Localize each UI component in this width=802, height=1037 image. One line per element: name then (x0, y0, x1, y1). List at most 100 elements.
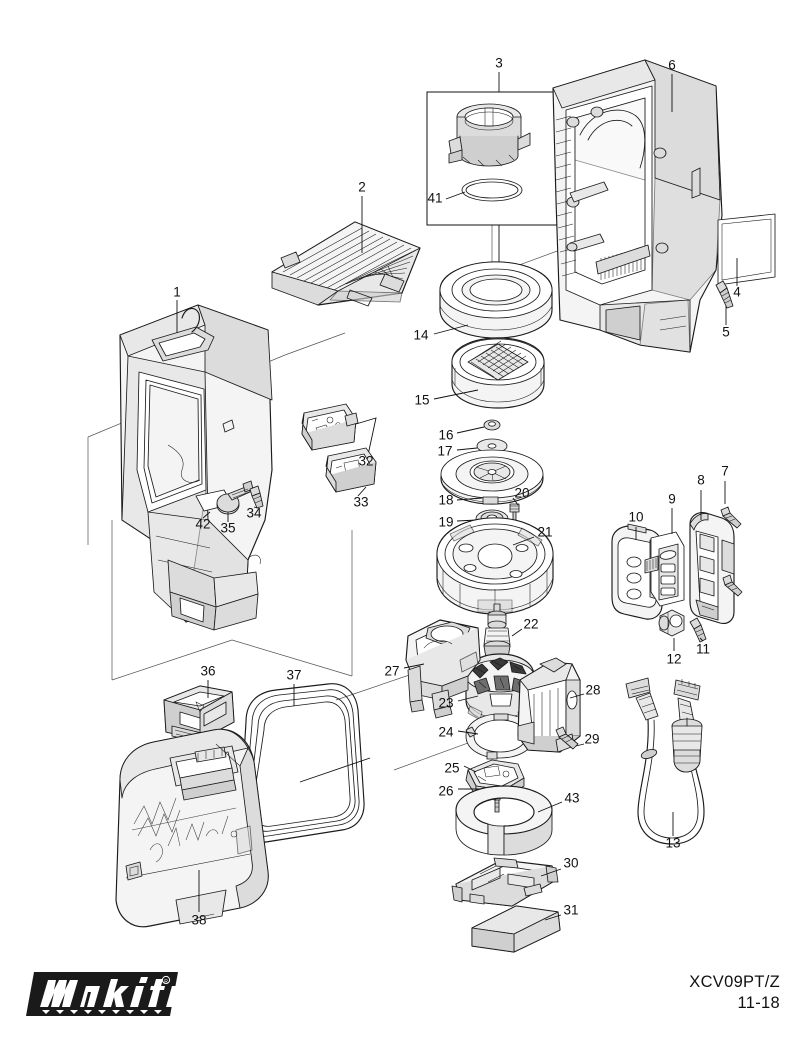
part-inlet-collar (448, 103, 531, 167)
part-control-panel-label (644, 531, 685, 607)
part-panel-screw-7 (720, 506, 742, 529)
callout-leader-24 (457, 730, 479, 735)
callout-number-31: 31 (563, 903, 578, 918)
part-panel-screw-11 (689, 574, 743, 643)
registered-mark-circle (161, 975, 171, 985)
part-front-door-cover (115, 728, 269, 928)
callout-leader-31 (544, 914, 562, 921)
revision-date: 11-18 (737, 994, 780, 1012)
callout-number-10: 10 (628, 510, 643, 525)
callout-number-8: 8 (697, 473, 705, 488)
callout-number-19: 19 (438, 515, 453, 530)
callout-leader-17 (456, 447, 478, 451)
door-embossed-logo (131, 797, 238, 863)
callout-number-1: 1 (173, 285, 181, 300)
callout-number-4: 4 (733, 285, 741, 300)
callout-leader-34 (253, 506, 259, 509)
callout-number-42: 42 (195, 517, 210, 532)
part-motor-case-left (405, 619, 481, 719)
part-flat-washer (476, 438, 508, 454)
model-number: XCV09PT/Z (689, 973, 780, 991)
callout-number-34: 34 (246, 506, 262, 521)
part-switch-panel-housing (689, 511, 735, 625)
callout-number-7: 7 (721, 464, 729, 479)
fan-blades (475, 465, 507, 482)
callout-leader-41 (445, 191, 466, 200)
callout-number-30: 30 (563, 856, 578, 871)
callout-leader-14 (433, 324, 469, 335)
callout-leader-20 (512, 497, 519, 506)
footer-model-block: XCV09PT/Z 11-18 (689, 972, 780, 1014)
callout-number-26: 26 (438, 784, 453, 799)
part-tapping-screw-5 (715, 280, 734, 309)
part-control-panel-cover (611, 523, 663, 620)
callout-number-43: 43 (564, 791, 579, 806)
callout-numbers: 1 2 3 4 5 6 7 8 9 10 11 12 13 14 15 16 1… (173, 56, 741, 928)
callout-leader-37 (293, 684, 371, 783)
callout-number-9: 9 (668, 492, 676, 507)
mesh-screen (467, 340, 529, 381)
callout-number-33: 33 (353, 495, 368, 510)
callout-leader-22 (511, 628, 523, 637)
callout-number-18: 18 (438, 493, 453, 508)
part-rubber-grommet (658, 609, 685, 637)
callout-number-35: 35 (220, 521, 235, 536)
part-adjust-knob (216, 480, 254, 515)
part-impeller-fan (440, 449, 544, 505)
part-switch-module (325, 447, 377, 493)
callout-leader-23 (457, 695, 479, 702)
callout-number-25: 25 (444, 761, 459, 776)
callout-number-22: 22 (523, 617, 538, 632)
callout-leader-25 (463, 765, 477, 773)
callout-number-5: 5 (722, 325, 730, 340)
callout-number-17: 17 (437, 444, 452, 459)
callout-leader-27 (403, 663, 425, 669)
part-hex-nut (483, 419, 501, 431)
part-motor-stator (465, 653, 535, 723)
callout-number-13: 13 (665, 836, 680, 851)
callout-leader-21 (512, 536, 535, 546)
inset-box-inlet-collar (426, 91, 558, 226)
stator-windings (471, 657, 527, 695)
callout-leader-28 (569, 693, 585, 699)
callout-number-12: 12 (666, 652, 681, 667)
callout-leader-33 (357, 486, 367, 497)
callout-number-20: 20 (514, 486, 529, 501)
part-pleated-hepa-filter (271, 221, 421, 307)
part-battery-tray (451, 857, 559, 907)
callout-number-11: 11 (696, 642, 710, 657)
part-main-housing-body (119, 304, 273, 631)
part-nameplate-label (717, 213, 776, 286)
callout-number-32: 32 (358, 454, 373, 469)
callout-number-2: 2 (358, 180, 366, 195)
callout-leader-16 (456, 426, 485, 434)
callout-number-15: 15 (414, 393, 429, 408)
callout-leader-43 (537, 801, 563, 813)
part-latch-cover (163, 685, 235, 745)
part-controller-circuit-board (301, 403, 359, 451)
callout-number-27: 27 (384, 664, 399, 679)
part-foam-duct-ring (455, 785, 553, 856)
callout-leader-11 (699, 637, 704, 642)
logo-wordmark (40, 977, 178, 1014)
callout-leader-32 (355, 417, 377, 456)
callout-leader-29 (575, 743, 585, 747)
filter-pleats (282, 227, 417, 292)
callout-number-6: 6 (668, 58, 676, 73)
part-battery-cushion-pad (471, 905, 561, 953)
callout-number-41: 41 (427, 191, 442, 206)
callout-number-3: 3 (495, 56, 503, 71)
callout-number-16: 16 (438, 428, 453, 443)
callout-number-14: 14 (413, 328, 429, 343)
part-rear-housing (552, 59, 723, 353)
callout-number-38: 38 (191, 913, 206, 928)
part-wire-harness-assembly (625, 677, 705, 845)
callout-leader-15 (433, 389, 479, 400)
callout-number-24: 24 (438, 725, 454, 740)
makita-logo: R (26, 966, 178, 1022)
callout-number-29: 29 (584, 732, 599, 747)
part-mesh-prefilter (451, 337, 545, 409)
callout-leader-30 (540, 868, 562, 877)
